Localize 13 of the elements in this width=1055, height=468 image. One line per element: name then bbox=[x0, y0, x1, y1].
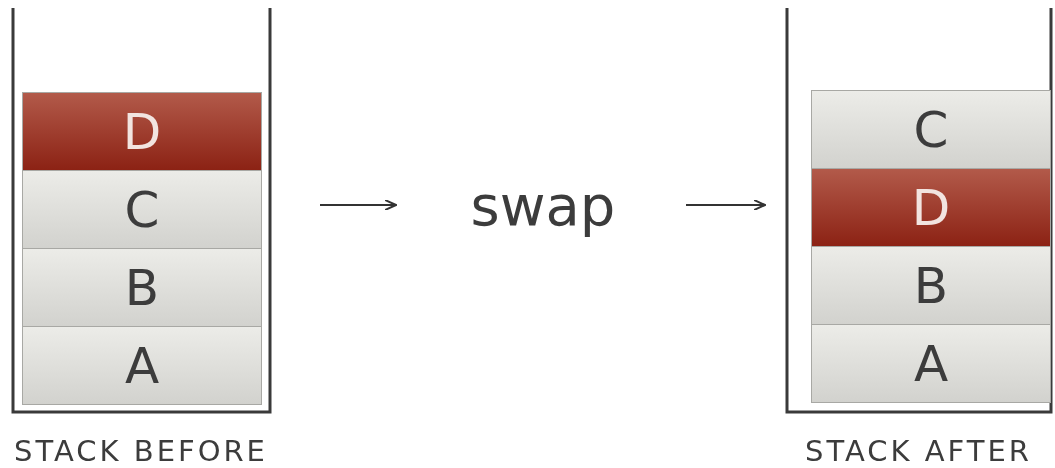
stack-block: D bbox=[22, 92, 262, 171]
stack-block: B bbox=[811, 246, 1051, 325]
stack-block: A bbox=[22, 326, 262, 405]
arrow bbox=[685, 199, 766, 211]
stack-block: C bbox=[22, 170, 262, 249]
arrow bbox=[319, 199, 397, 211]
stack-block: C bbox=[811, 90, 1051, 169]
stack-block: D bbox=[811, 168, 1051, 247]
stack-label: STACK AFTER bbox=[804, 434, 1033, 468]
stack-label: STACK BEFORE bbox=[13, 434, 269, 468]
operation-label: swap bbox=[470, 172, 616, 238]
stack-block: B bbox=[22, 248, 262, 327]
stack-block: A bbox=[811, 324, 1051, 403]
